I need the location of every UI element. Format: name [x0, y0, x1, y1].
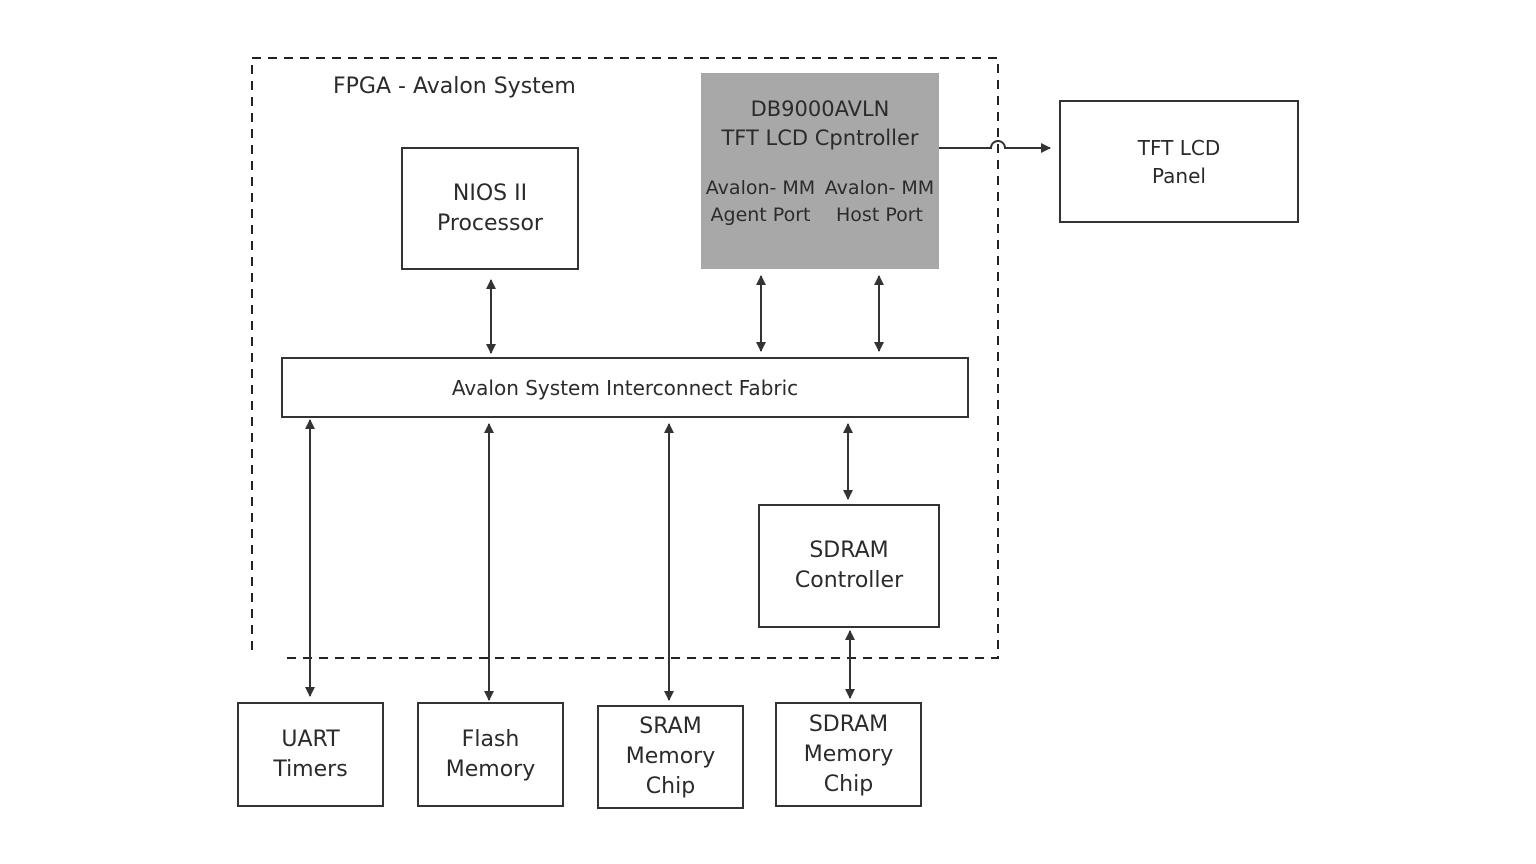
sdram-controller-box: SDRAM Controller	[758, 504, 940, 628]
arrow-controller-panel	[939, 140, 1051, 153]
sram-line2: Memory	[625, 744, 716, 769]
flash-line2: Memory	[445, 756, 536, 782]
fpga-system-label: FPGA - Avalon System	[333, 74, 576, 99]
flash-memory-box: Flash Memory	[417, 702, 564, 807]
nios-processor-box: NIOS II Processor	[401, 147, 579, 270]
agent-port-line2: Agent Port	[710, 204, 811, 226]
lcd-controller-model: DB9000AVLN	[750, 97, 890, 121]
sdram-controller-line2: Controller	[794, 568, 904, 593]
nios-label-line2: Processor	[437, 210, 543, 236]
uart-line1: UART	[281, 726, 340, 752]
lcd-controller-box: DB9000AVLN TFT LCD Cpntroller Avalon- MM…	[701, 73, 939, 269]
host-port-line1: Avalon- MM	[824, 177, 935, 199]
agent-port: Avalon- MM Agent Port	[701, 175, 820, 229]
sdram-controller-line1: SDRAM	[809, 538, 889, 563]
host-port: Avalon- MM Host Port	[820, 175, 939, 229]
sdram-chip-line3: Chip	[823, 771, 874, 797]
sdram-chip-box: SDRAM Memory Chip	[775, 702, 922, 807]
tft-lcd-panel-box: TFT LCD Panel	[1059, 100, 1299, 223]
lcd-controller-title: TFT LCD Cpntroller	[721, 126, 919, 150]
sram-line1: SRAM	[639, 714, 702, 739]
controller-ports: Avalon- MM Agent Port Avalon- MM Host Po…	[701, 175, 939, 229]
host-port-line2: Host Port	[836, 204, 923, 226]
panel-label-line2: Panel	[1152, 163, 1206, 188]
fpga-boundary	[251, 57, 999, 659]
sdram-chip-line2: Memory	[803, 741, 894, 767]
uart-timers-box: UART Timers	[237, 702, 384, 807]
sram-line3: Chip	[645, 774, 696, 799]
sdram-chip-line1: SDRAM	[808, 711, 889, 737]
fabric-label: Avalon System Interconnect Fabric	[451, 375, 799, 400]
sram-chip-box: SRAM Memory Chip	[597, 705, 744, 809]
nios-label-line1: NIOS II	[452, 180, 528, 206]
flash-line1: Flash	[461, 726, 520, 752]
panel-label-line1: TFT LCD	[1137, 135, 1221, 160]
uart-line2: Timers	[273, 756, 348, 782]
interconnect-fabric-box: Avalon System Interconnect Fabric	[281, 357, 969, 418]
agent-port-line1: Avalon- MM	[705, 177, 816, 199]
